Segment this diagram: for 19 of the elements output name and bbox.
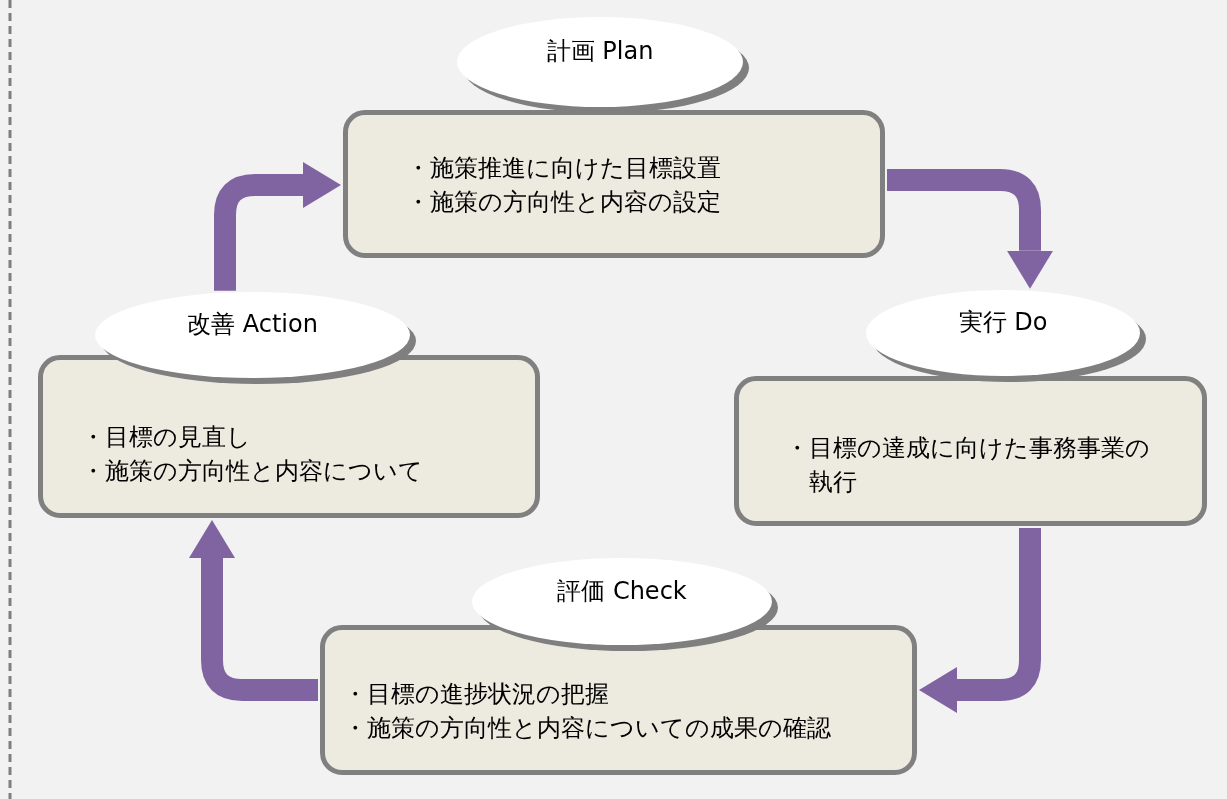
bullet-item: ・目標の達成に向けた事務事業の執行 bbox=[785, 433, 1151, 498]
phase-title: 改善 Action bbox=[187, 309, 318, 340]
arrow bbox=[214, 162, 341, 291]
bullet-item: ・施策の方向性と内容についての成果の確認 bbox=[343, 713, 832, 744]
bullet-item: ・目標の見直し bbox=[81, 421, 252, 453]
arrow bbox=[887, 169, 1053, 289]
bullet-item: ・目標の進捗状況の把握 bbox=[343, 679, 610, 711]
content-box bbox=[38, 355, 540, 518]
phase-title: 実行 Do bbox=[958, 307, 1048, 338]
bullet-item: ・施策推進に向けた目標設置 bbox=[406, 153, 722, 185]
arrow bbox=[919, 528, 1041, 713]
phase-title: 評価 Check bbox=[557, 575, 687, 607]
content-box bbox=[343, 110, 885, 258]
arrow bbox=[189, 520, 318, 701]
phase-title: 計画 Plan bbox=[546, 36, 654, 67]
content-box bbox=[734, 376, 1207, 526]
bullet-item: ・施策の方向性と内容について bbox=[81, 455, 424, 487]
content-box bbox=[320, 625, 917, 775]
bullet-item: ・施策の方向性と内容の設定 bbox=[406, 187, 722, 218]
